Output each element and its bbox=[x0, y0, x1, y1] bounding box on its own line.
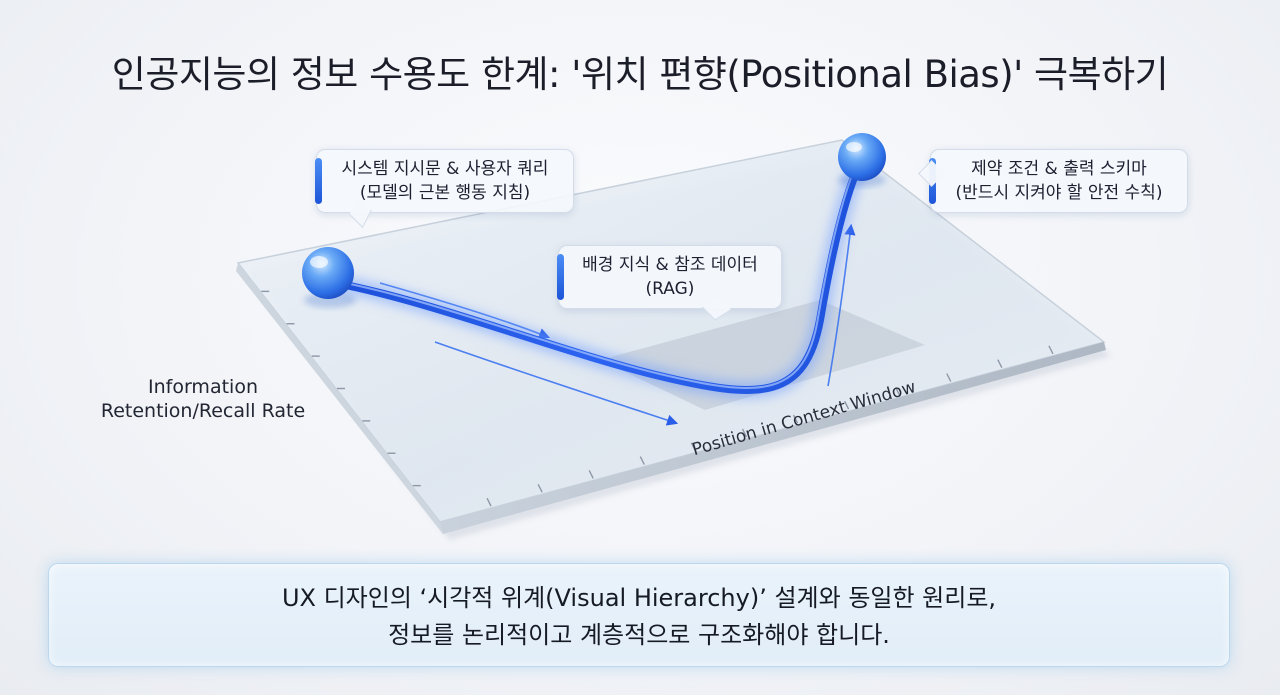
x-axis-tick bbox=[895, 387, 901, 396]
glass-plane bbox=[236, 139, 1111, 540]
x-axis-tick bbox=[741, 428, 748, 438]
x-axis-tick bbox=[946, 373, 952, 382]
y-axis-label: Information Retention/Recall Rate bbox=[100, 376, 306, 422]
start-point-sphere bbox=[302, 247, 356, 308]
page-title: 인공지능의 정보 수용도 한계: '위치 편향(Positional Bias)… bbox=[111, 53, 1169, 96]
flow-arrow-3 bbox=[827, 223, 856, 387]
x-axis-tick bbox=[537, 483, 543, 493]
callout-rag: 배경 지식 & 참조 데이터 (RAG) bbox=[557, 245, 782, 321]
x-axis-tick bbox=[843, 400, 850, 410]
callout-system-instructions: 시스템 지시문 & 사용자 쿼리 (모델의 근본 행동 지침) bbox=[315, 149, 574, 229]
end-point-sphere bbox=[838, 133, 886, 187]
x-axis-tick bbox=[690, 442, 697, 452]
x-axis-tick bbox=[588, 470, 594, 479]
summary-banner: UX 디자인의 ‘시각적 위계(Visual Hierarchy)’ 설계와 동… bbox=[48, 563, 1230, 667]
x-axis-tick bbox=[1048, 345, 1054, 355]
axis-ticks bbox=[261, 290, 1054, 507]
callout-system-line1: 시스템 지시문 & 사용자 쿼리 bbox=[341, 159, 549, 179]
x-axis-tick bbox=[486, 497, 492, 507]
callout-constraints-line2: (반드시 지켜야 할 안전 수칙) bbox=[955, 183, 1163, 203]
flow-arrow-2 bbox=[434, 341, 679, 426]
summary-line-1: UX 디자인의 ‘시각적 위계(Visual Hierarchy)’ 설계와 동… bbox=[281, 584, 997, 612]
callout-accent-bar bbox=[315, 158, 322, 204]
callout-constraints: 제약 조건 & 출력 스키마 (반드시 지켜야 할 안전 수칙) bbox=[918, 149, 1188, 213]
x-axis-tick bbox=[639, 456, 645, 465]
summary-line-2: 정보를 논리적이고 계층적으로 구조화해야 합니다. bbox=[388, 621, 890, 649]
callout-system-line2: (모델의 근본 행동 지침) bbox=[359, 183, 531, 203]
x-axis-tick bbox=[792, 414, 799, 424]
callout-accent-bar bbox=[557, 254, 564, 300]
recall-curve-line bbox=[326, 159, 864, 394]
callout-rag-line1: 배경 지식 & 참조 데이터 bbox=[582, 255, 758, 275]
callout-constraints-line1: 제약 조건 & 출력 스키마 bbox=[971, 159, 1147, 179]
callout-rag-line2: (RAG) bbox=[645, 279, 695, 299]
x-axis-tick bbox=[997, 359, 1003, 369]
recall-curve bbox=[326, 159, 868, 398]
